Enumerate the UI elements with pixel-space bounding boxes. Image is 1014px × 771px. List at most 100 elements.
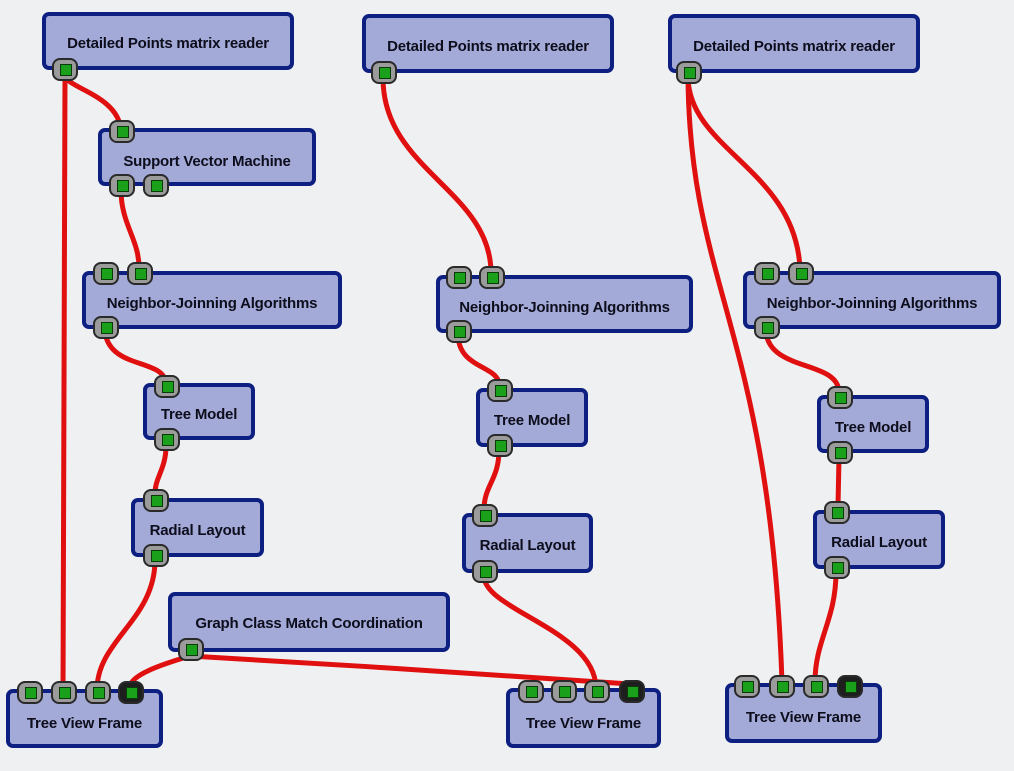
- node-title: Tree Model: [160, 406, 238, 423]
- port-indicator: [835, 447, 847, 459]
- port-indicator: [117, 180, 129, 192]
- port-indicator: [186, 644, 198, 656]
- node-neighbor-joinning-algorithms-1[interactable]: Neighbor-Joinning Algorithms: [82, 271, 342, 329]
- port-indicator: [162, 434, 174, 446]
- input-port[interactable]: [154, 375, 180, 398]
- input-port[interactable]: [127, 262, 153, 285]
- port-indicator: [135, 268, 147, 280]
- node-detailed-points-matrix-reader-3[interactable]: Detailed Points matrix reader: [668, 14, 920, 73]
- port-indicator: [811, 681, 823, 693]
- input-port[interactable]: [734, 675, 760, 698]
- output-port[interactable]: [371, 61, 397, 84]
- node-neighbor-joinning-algorithms-3[interactable]: Neighbor-Joinning Algorithms: [743, 271, 1001, 329]
- output-port[interactable]: [827, 441, 853, 464]
- port-indicator: [762, 268, 774, 280]
- input-port[interactable]: [788, 262, 814, 285]
- port-indicator: [101, 322, 113, 334]
- port-indicator: [151, 495, 163, 507]
- port-indicator: [592, 686, 604, 698]
- port-indicator: [60, 64, 72, 76]
- connection-wire: [685, 75, 785, 685]
- connection-wire: [763, 329, 842, 395]
- port-indicator: [627, 686, 639, 698]
- node-title: Radial Layout: [479, 537, 576, 554]
- port-indicator: [526, 686, 538, 698]
- output-port[interactable]: [472, 560, 498, 583]
- port-indicator: [59, 687, 71, 699]
- port-indicator: [777, 681, 789, 693]
- port-indicator: [845, 681, 857, 693]
- connection-wire: [118, 187, 142, 273]
- node-detailed-points-matrix-reader-2[interactable]: Detailed Points matrix reader: [362, 14, 614, 73]
- output-port[interactable]: [824, 556, 850, 579]
- node-title: Radial Layout: [149, 522, 246, 539]
- output-port[interactable]: [178, 638, 204, 661]
- port-indicator: [379, 67, 391, 79]
- output-port[interactable]: [676, 61, 702, 84]
- output-port[interactable]: [143, 544, 169, 567]
- node-title: Detailed Points matrix reader: [67, 35, 269, 52]
- connection-wire: [812, 569, 839, 685]
- input-port[interactable]: [446, 266, 472, 289]
- input-port[interactable]: [17, 681, 43, 704]
- input-port[interactable]: [518, 680, 544, 703]
- port-indicator: [495, 385, 507, 397]
- node-title: Tree View Frame: [745, 709, 862, 726]
- node-detailed-points-matrix-reader-1[interactable]: Detailed Points matrix reader: [42, 12, 294, 70]
- node-neighbor-joinning-algorithms-2[interactable]: Neighbor-Joinning Algorithms: [436, 275, 693, 333]
- output-port[interactable]: [93, 316, 119, 339]
- connection-wire: [685, 75, 803, 271]
- input-port[interactable]: [109, 120, 135, 143]
- input-port[interactable]: [827, 386, 853, 409]
- coordination-port[interactable]: [837, 675, 863, 698]
- input-port[interactable]: [85, 681, 111, 704]
- node-title: Tree View Frame: [26, 715, 143, 732]
- node-title: Neighbor-Joinning Algorithms: [106, 295, 318, 312]
- port-indicator: [487, 272, 499, 284]
- output-port[interactable]: [143, 174, 169, 197]
- output-port[interactable]: [446, 320, 472, 343]
- node-support-vector-machine-1[interactable]: Support Vector Machine: [98, 128, 316, 186]
- port-indicator: [151, 550, 163, 562]
- port-indicator: [93, 687, 105, 699]
- connection-wire: [60, 72, 68, 697]
- output-port[interactable]: [154, 428, 180, 451]
- port-indicator: [762, 322, 774, 334]
- port-indicator: [742, 681, 754, 693]
- port-indicator: [796, 268, 808, 280]
- input-port[interactable]: [584, 680, 610, 703]
- input-port[interactable]: [472, 504, 498, 527]
- connection-wire: [380, 75, 494, 275]
- port-indicator: [126, 687, 138, 699]
- coordination-port[interactable]: [118, 681, 144, 704]
- port-indicator: [117, 126, 129, 138]
- output-port[interactable]: [487, 434, 513, 457]
- node-title: Support Vector Machine: [123, 153, 291, 170]
- port-indicator: [480, 566, 492, 578]
- node-title: Neighbor-Joinning Algorithms: [766, 295, 978, 312]
- port-indicator: [25, 687, 37, 699]
- input-port[interactable]: [51, 681, 77, 704]
- coordination-port[interactable]: [619, 680, 645, 703]
- port-indicator: [832, 507, 844, 519]
- input-port[interactable]: [479, 266, 505, 289]
- connection-wire: [835, 455, 842, 509]
- output-port[interactable]: [52, 58, 78, 81]
- input-port[interactable]: [143, 489, 169, 512]
- input-port[interactable]: [487, 379, 513, 402]
- input-port[interactable]: [754, 262, 780, 285]
- output-port[interactable]: [754, 316, 780, 339]
- input-port[interactable]: [551, 680, 577, 703]
- output-port[interactable]: [109, 174, 135, 197]
- port-indicator: [151, 180, 163, 192]
- input-port[interactable]: [93, 262, 119, 285]
- port-indicator: [480, 510, 492, 522]
- node-title: Radial Layout: [831, 534, 927, 551]
- input-port[interactable]: [769, 675, 795, 698]
- input-port[interactable]: [803, 675, 829, 698]
- node-title: Detailed Points matrix reader: [693, 38, 895, 55]
- input-port[interactable]: [824, 501, 850, 524]
- port-indicator: [559, 686, 571, 698]
- node-graph-class-match-coordination[interactable]: Graph Class Match Coordination: [168, 592, 450, 652]
